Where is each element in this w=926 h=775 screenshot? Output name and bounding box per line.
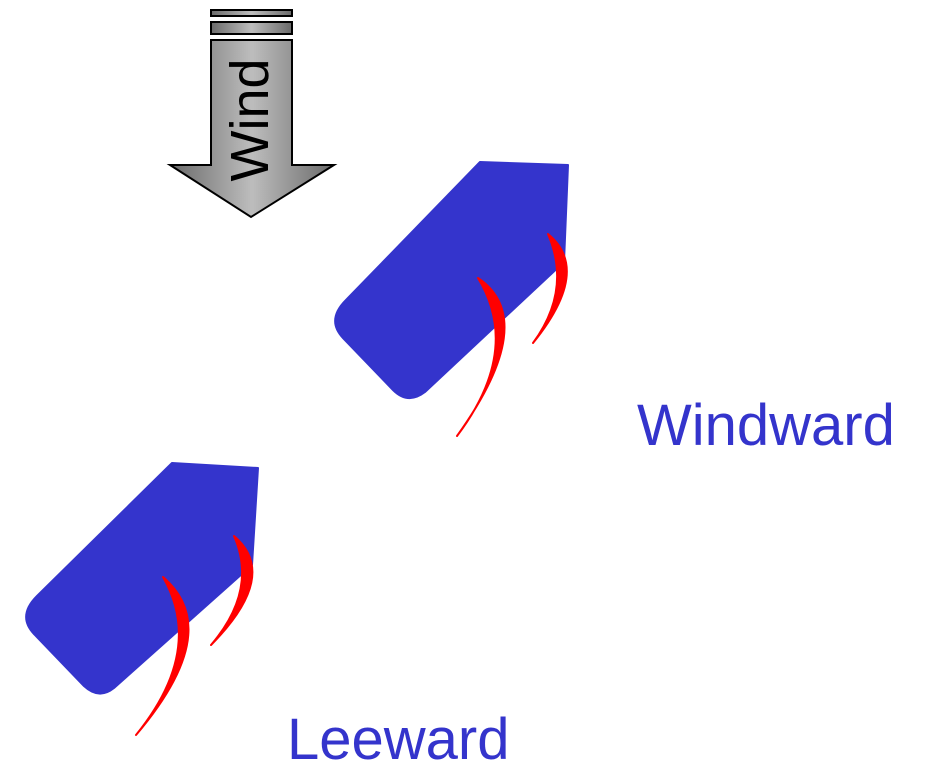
windward-boat-sail-front <box>532 233 568 344</box>
leeward-boat <box>25 462 259 736</box>
windward-boat <box>334 161 569 437</box>
wind-arrow-bar-middle <box>210 21 293 35</box>
windward-boat-sail-rear <box>456 277 506 437</box>
wind-arrow-body <box>166 39 338 219</box>
wind-arrow-bar-top <box>210 9 293 17</box>
wind-arrow: Wind <box>166 9 338 219</box>
windward-boat-hull <box>334 161 569 399</box>
windward-label: Windward <box>637 393 895 458</box>
leeward-boat-sail-rear <box>135 576 190 736</box>
leeward-boat-sail-front <box>210 535 254 646</box>
leeward-label: Leeward <box>287 707 510 772</box>
leeward-boat-hull <box>25 462 259 695</box>
wind-arrow-label: Wind <box>220 58 280 181</box>
